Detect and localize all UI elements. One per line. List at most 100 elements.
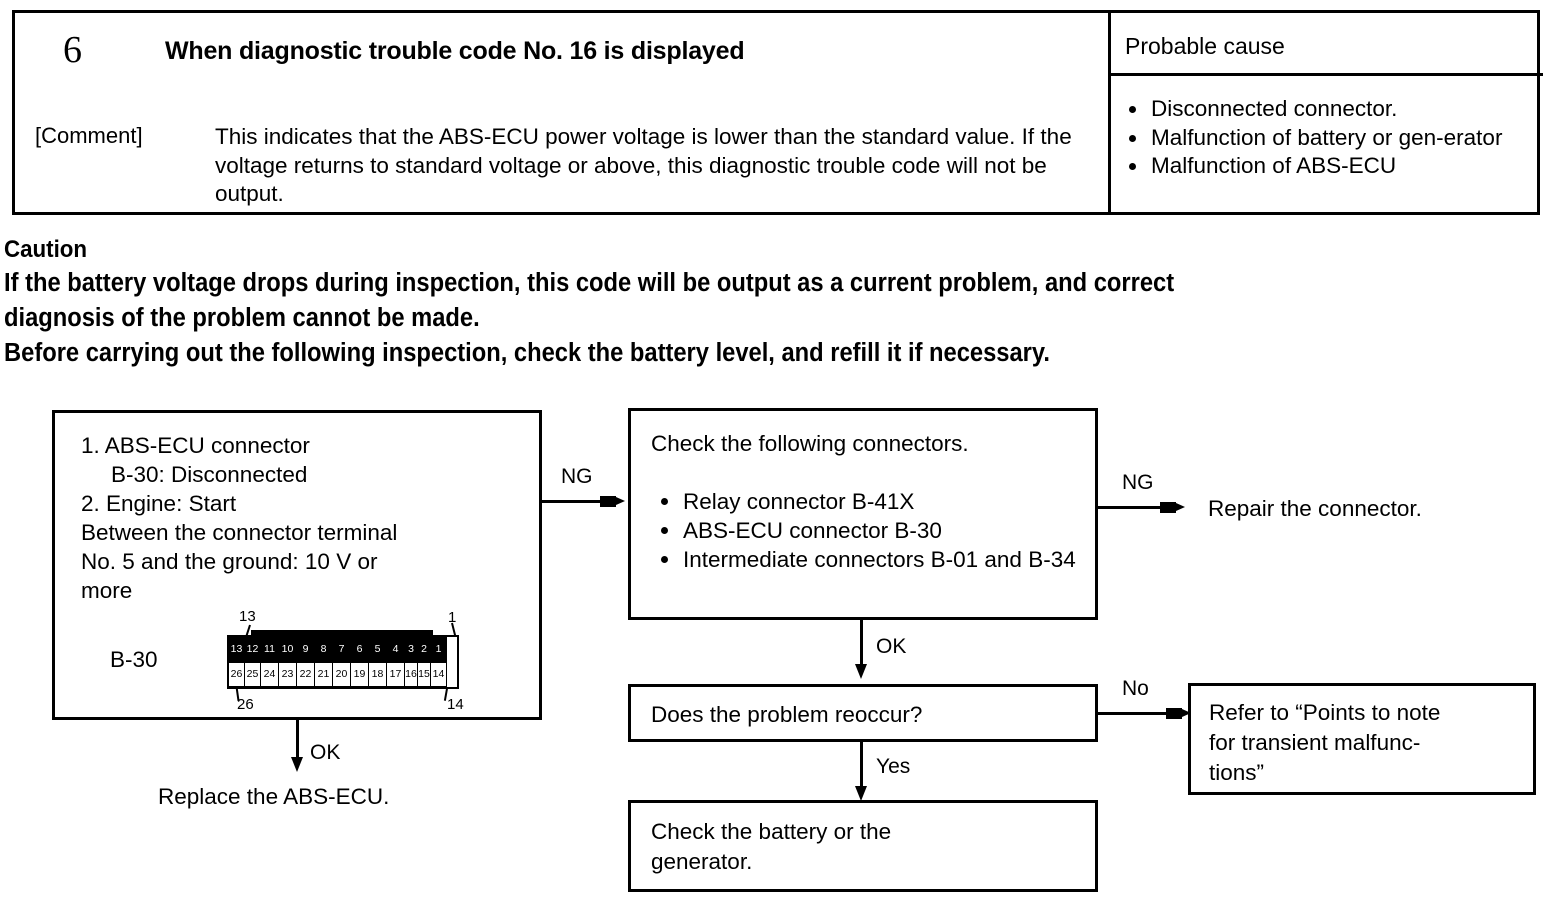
connector-pin: 18: [368, 662, 387, 687]
pin-callout-13: 13: [239, 608, 256, 625]
table-column-divider: [1108, 13, 1111, 212]
cause-text: Malfunction of battery or gen-erator: [1151, 124, 1503, 150]
probable-cause-divider: [1108, 73, 1543, 76]
probable-cause-header: Probable cause: [1125, 33, 1285, 59]
list-item: Malfunction of ABS-ECU: [1121, 152, 1551, 181]
arrow-right-icon: [1160, 502, 1185, 513]
bullet-icon: [661, 556, 668, 563]
step-line: 1. ABS-ECU connector: [81, 433, 310, 458]
connector-pin: 24: [260, 662, 279, 687]
connector-pin: 22: [296, 662, 315, 687]
connector-pin: 11: [260, 637, 279, 662]
comment-label: [Comment]: [35, 123, 143, 148]
connector-item-text: Relay connector B-41X: [683, 489, 915, 514]
branch-label-yes: Yes: [876, 755, 911, 778]
branch-label-ok: OK: [310, 741, 341, 764]
connector-pin: 10: [278, 637, 297, 662]
arrow-down-icon: [855, 786, 867, 801]
bullet-icon: [1129, 106, 1136, 113]
bullet-icon: [661, 498, 668, 505]
pin-callout-1: 1: [448, 609, 457, 626]
refer-text: Refer to “Points to note for transient m…: [1209, 698, 1529, 788]
refer-line: for transient malfunc-: [1209, 730, 1421, 755]
header-table: 6 When diagnostic trouble code No. 16 is…: [12, 10, 1543, 215]
connector-pin: 25: [244, 662, 261, 687]
connector-line: [542, 500, 610, 503]
connector-line: [296, 720, 299, 760]
connector-pin: 15: [417, 662, 431, 687]
connector-pin: 26: [228, 662, 245, 687]
flowchart-box-inspection: 1. ABS-ECU connector B-30: Disconnected …: [52, 410, 542, 720]
connector-pin: 9: [296, 637, 315, 662]
arrow-down-icon: [291, 757, 303, 772]
code-number: 6: [63, 29, 82, 71]
step-line: more: [81, 578, 133, 603]
connector-shell: [251, 630, 433, 638]
caution-line: diagnosis of the problem cannot be made.: [4, 304, 480, 332]
inspection-steps: 1. ABS-ECU connector B-30: Disconnected …: [81, 431, 551, 605]
page-title: When diagnostic trouble code No. 16 is d…: [165, 37, 745, 65]
cause-text: Disconnected connector.: [1151, 96, 1398, 121]
branch-label-ng: NG: [561, 465, 593, 488]
pin-callout-14: 14: [447, 696, 464, 713]
outcome-replace-ecu: Replace the ABS-ECU.: [158, 784, 390, 809]
connector-pin: 7: [332, 637, 351, 662]
connector-pin: 23: [278, 662, 297, 687]
connector-line: [860, 620, 863, 668]
connector-pin: 2: [417, 637, 431, 662]
connector-pin: 17: [386, 662, 405, 687]
battery-check-line: generator.: [651, 849, 753, 874]
bullet-icon: [1129, 163, 1136, 170]
connector-pin: 12: [244, 637, 261, 662]
pin-callout-26: 26: [237, 696, 254, 713]
connector-pin: 6: [350, 637, 369, 662]
outcome-repair-connector: Repair the connector.: [1208, 496, 1422, 521]
refer-line: Refer to “Points to note: [1209, 700, 1441, 725]
step-line: 2. Engine: Start: [81, 491, 237, 516]
connector-pin: 3: [404, 637, 418, 662]
branch-label-ng: NG: [1122, 471, 1154, 494]
flowchart-box-refer-to-notes: Refer to “Points to note for transient m…: [1188, 683, 1536, 795]
caution-block: Caution If the battery voltage drops dur…: [4, 234, 1552, 371]
bullet-icon: [1129, 134, 1136, 142]
flowchart-box-problem-reoccur: Does the problem reoccur?: [628, 684, 1098, 742]
cause-text: Malfunction of ABS-ECU: [1151, 153, 1397, 178]
connector-check-list: Relay connector B-41X ABS-ECU connector …: [653, 487, 1078, 574]
step-line: Between the connector terminal: [81, 520, 398, 545]
connector-pin: 16: [404, 662, 418, 687]
connector-pin: 20: [332, 662, 351, 687]
connector-item-text: Intermediate connectors B-01 and B-34: [683, 547, 1076, 572]
list-item: Intermediate connectors B-01 and B-34: [653, 545, 1078, 574]
step-line: B-30: Disconnected: [111, 462, 308, 487]
comment-text: This indicates that the ABS-ECU power vo…: [215, 124, 1072, 206]
battery-check-line: Check the battery or the: [651, 819, 892, 844]
bullet-icon: [661, 527, 668, 534]
box-title: Check the following connectors.: [651, 431, 969, 456]
flowchart-box-check-battery: Check the battery or the generator.: [628, 800, 1098, 892]
list-item: ABS-ECU connector B-30: [653, 516, 1078, 545]
connector-pin: 13: [228, 637, 245, 662]
connector-pin: 5: [368, 637, 387, 662]
connector-item-text: ABS-ECU connector B-30: [683, 518, 942, 543]
branch-label-no: No: [1122, 677, 1149, 700]
connector-pin: 8: [314, 637, 333, 662]
list-item: Malfunction of battery or gen-erator: [1121, 124, 1551, 153]
connector-pin: 4: [386, 637, 405, 662]
list-item: Disconnected connector.: [1121, 95, 1551, 124]
step-line: No. 5 and the ground: 10 V or: [81, 549, 378, 574]
branch-label-ok: OK: [876, 635, 907, 658]
refer-line: tions”: [1209, 760, 1265, 785]
connector-name-label: B-30: [110, 647, 158, 672]
battery-check-text: Check the battery or the generator.: [651, 817, 891, 877]
caution-line: Before carrying out the following inspec…: [4, 339, 1050, 367]
caution-heading: Caution: [4, 236, 88, 263]
connector-line: [1098, 506, 1170, 509]
arrow-right-icon: [600, 496, 625, 507]
connector-pin: 19: [350, 662, 369, 687]
list-item: Relay connector B-41X: [653, 487, 1078, 516]
arrow-right-icon: [1166, 708, 1191, 719]
